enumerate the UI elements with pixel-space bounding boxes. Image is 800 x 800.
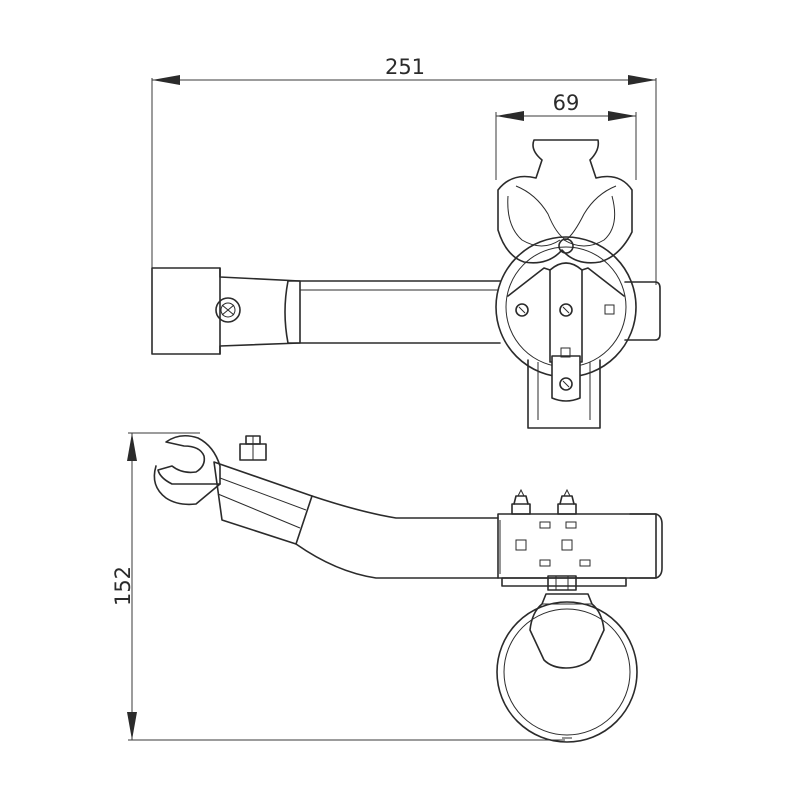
arm-tube <box>311 495 499 519</box>
arrowhead <box>496 111 524 121</box>
arrowhead <box>152 75 180 85</box>
arrowhead <box>127 712 137 740</box>
dimension-label-width: 69 <box>553 91 580 115</box>
dimension-label-height: 152 <box>111 566 135 606</box>
handlebar-clamp <box>157 434 221 485</box>
arrowhead <box>628 75 656 85</box>
bottle-cage-clamp <box>495 139 637 429</box>
dimension-label-length: 251 <box>385 55 425 79</box>
knob <box>215 297 241 323</box>
top-view <box>151 139 661 429</box>
dimension-clamp-width: 69 <box>495 91 637 180</box>
bolt <box>239 435 267 461</box>
frame-ring <box>496 601 638 743</box>
arrowhead <box>608 111 636 121</box>
arrowhead <box>127 433 137 461</box>
nut <box>547 575 577 591</box>
bolt <box>511 488 531 515</box>
mount-block <box>497 513 657 579</box>
bar-clamp-block <box>151 267 221 355</box>
side-view <box>153 434 663 743</box>
dimension-overall-height: 152 <box>111 432 565 741</box>
bolt <box>557 488 577 515</box>
tube-end <box>624 281 661 341</box>
tube <box>287 280 501 344</box>
dimension-overall-length: 251 <box>151 55 657 285</box>
